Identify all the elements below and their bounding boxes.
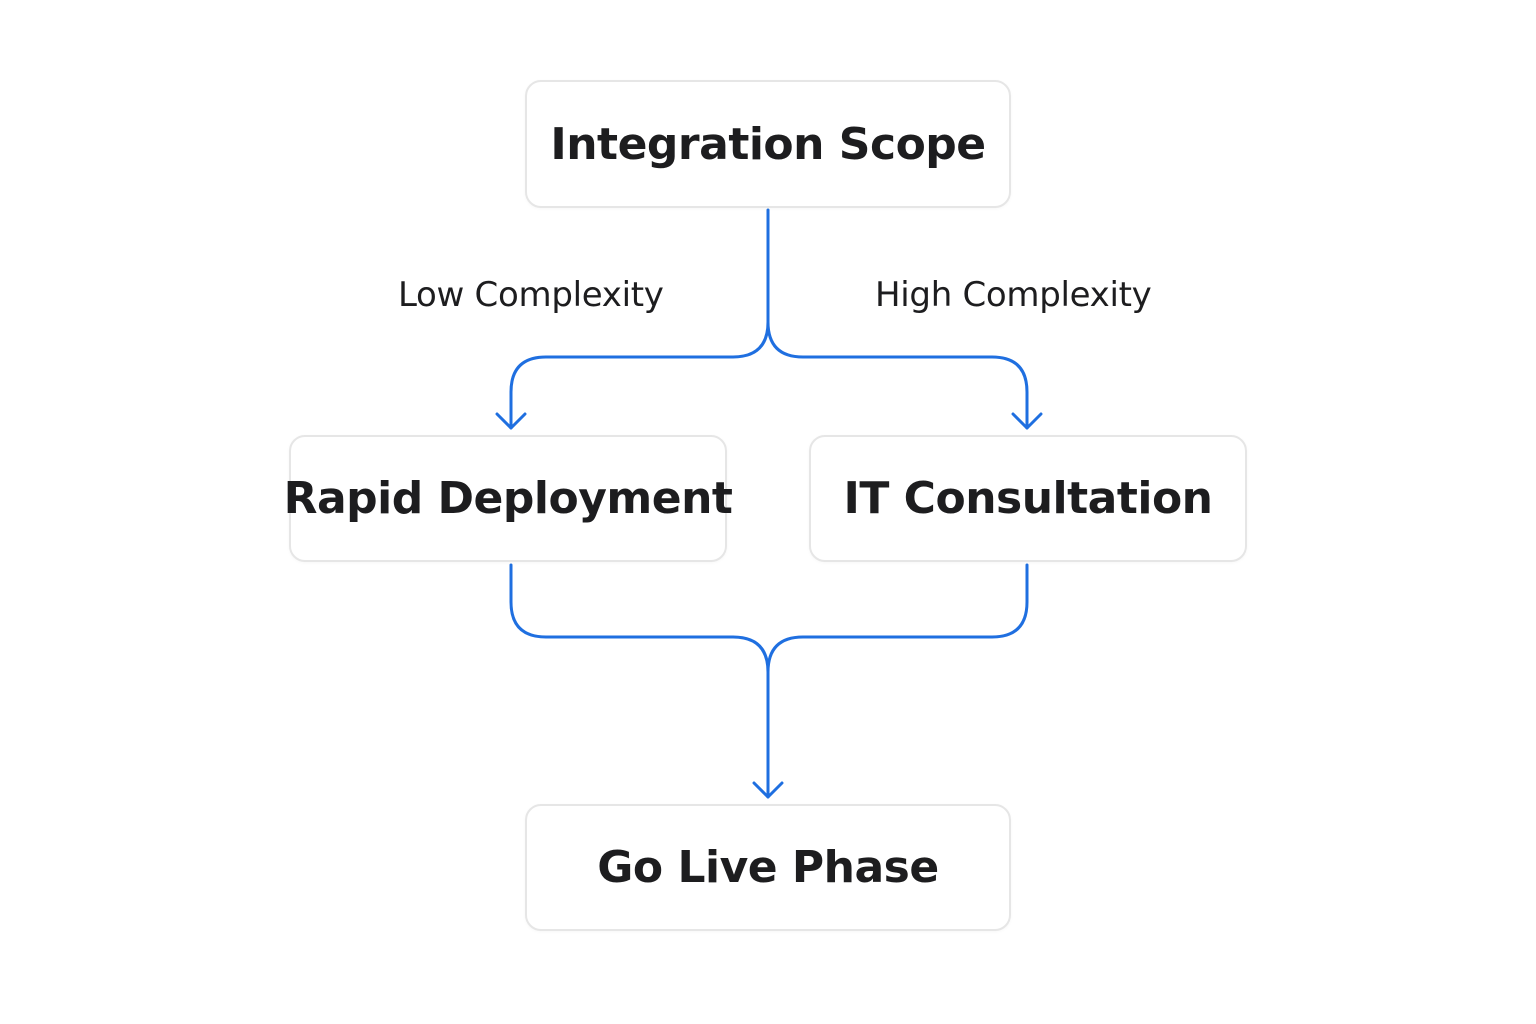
node-rapid-deployment: Rapid Deployment — [284, 435, 733, 562]
connector-low-branch — [509, 320, 770, 430]
node-it-consultation-label: IT Consultation — [843, 473, 1213, 524]
connector-it-merge — [766, 563, 1029, 674]
branch-label-high-complexity: High Complexity — [875, 275, 1152, 315]
node-rapid-deployment-label: Rapid Deployment — [283, 473, 733, 524]
connector-rapid-merge — [509, 563, 770, 674]
arrowhead-rapid-deployment — [495, 412, 527, 430]
node-go-live-phase-label: Go Live Phase — [597, 842, 939, 893]
connector-high-branch — [766, 320, 1029, 430]
node-go-live-phase: Go Live Phase — [525, 804, 1011, 931]
node-integration-scope: Integration Scope — [525, 80, 1011, 208]
node-it-consultation: IT Consultation — [809, 435, 1247, 562]
branch-label-low-complexity: Low Complexity — [398, 275, 664, 315]
node-integration-scope-label: Integration Scope — [550, 118, 986, 170]
arrowhead-go-live-phase — [752, 781, 784, 799]
arrowhead-it-consultation — [1011, 412, 1043, 430]
